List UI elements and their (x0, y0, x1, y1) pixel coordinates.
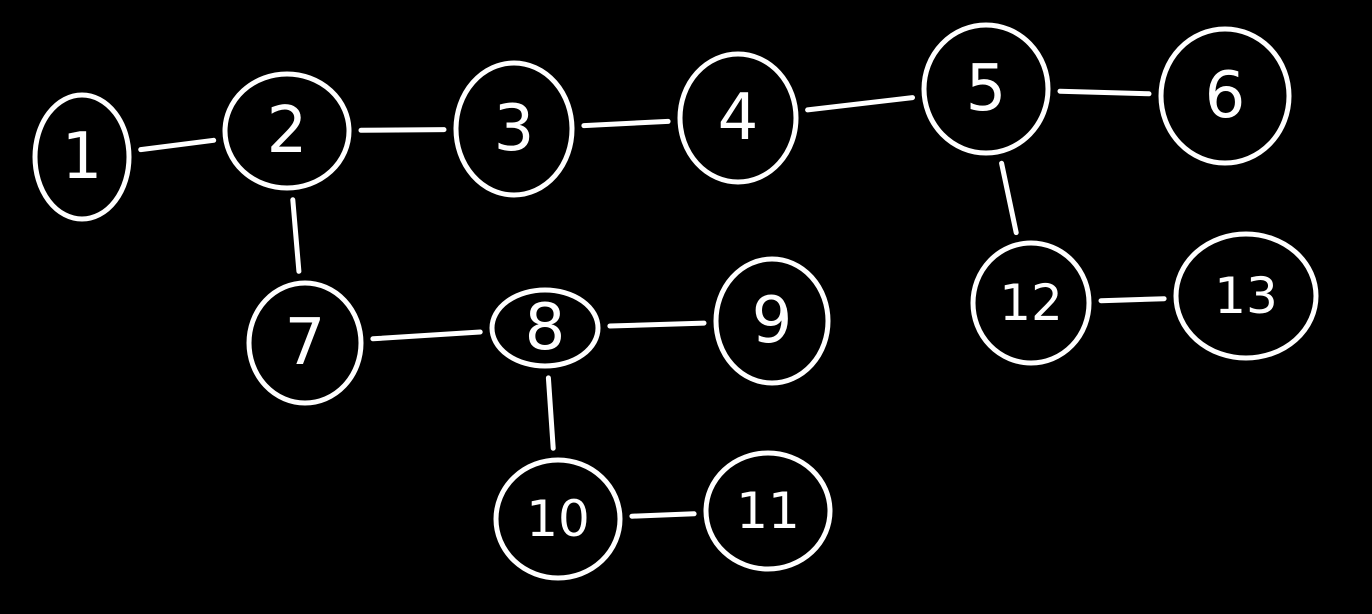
node-label-10: 10 (526, 490, 590, 548)
node-3: 3 (453, 60, 575, 198)
node-label-7: 7 (285, 306, 326, 380)
edge-4-5 (805, 95, 915, 113)
edges-layer (138, 88, 1167, 519)
node-label-6: 6 (1205, 59, 1246, 133)
node-label-13: 13 (1214, 267, 1278, 325)
node-circle-10 (493, 457, 623, 581)
node-7: 7 (246, 280, 364, 406)
node-circle-4 (677, 51, 799, 185)
node-label-1: 1 (62, 120, 103, 194)
node-label-8: 8 (525, 291, 566, 365)
node-circle-12 (970, 240, 1092, 366)
node-5: 5 (921, 22, 1051, 156)
node-circle-8 (489, 287, 601, 369)
node-circle-7 (246, 280, 364, 406)
edge-3-4 (581, 118, 671, 129)
node-label-9: 9 (752, 284, 793, 358)
node-circle-13 (1173, 231, 1319, 361)
node-9: 9 (713, 256, 831, 386)
edge-12-13 (1098, 296, 1167, 304)
node-4: 4 (677, 51, 799, 185)
edge-5-12 (999, 160, 1019, 236)
node-circle-5 (921, 22, 1051, 156)
node-circle-9 (713, 256, 831, 386)
edge-8-9 (607, 320, 707, 329)
node-label-12: 12 (999, 274, 1063, 332)
node-13: 13 (1173, 231, 1319, 361)
node-12: 12 (970, 240, 1092, 366)
edge-8-10 (545, 375, 556, 451)
node-circle-11 (703, 450, 833, 572)
node-8: 8 (489, 287, 601, 369)
node-11: 11 (703, 450, 833, 572)
node-circle-6 (1158, 26, 1292, 166)
node-label-5: 5 (966, 52, 1007, 126)
node-label-2: 2 (267, 94, 308, 168)
node-circle-1 (32, 92, 132, 222)
node-10: 10 (493, 457, 623, 581)
edge-2-3 (358, 127, 447, 133)
edge-10-11 (629, 511, 697, 519)
node-1: 1 (32, 92, 132, 222)
edge-5-6 (1057, 88, 1152, 97)
node-circle-3 (453, 60, 575, 198)
edge-2-7 (290, 197, 302, 274)
node-2: 2 (222, 71, 352, 191)
node-label-11: 11 (736, 482, 800, 540)
edge-1-2 (138, 137, 217, 153)
node-label-4: 4 (718, 81, 759, 155)
node-label-3: 3 (494, 92, 535, 166)
node-circle-2 (222, 71, 352, 191)
edge-7-8 (370, 329, 483, 342)
node-6: 6 (1158, 26, 1292, 166)
